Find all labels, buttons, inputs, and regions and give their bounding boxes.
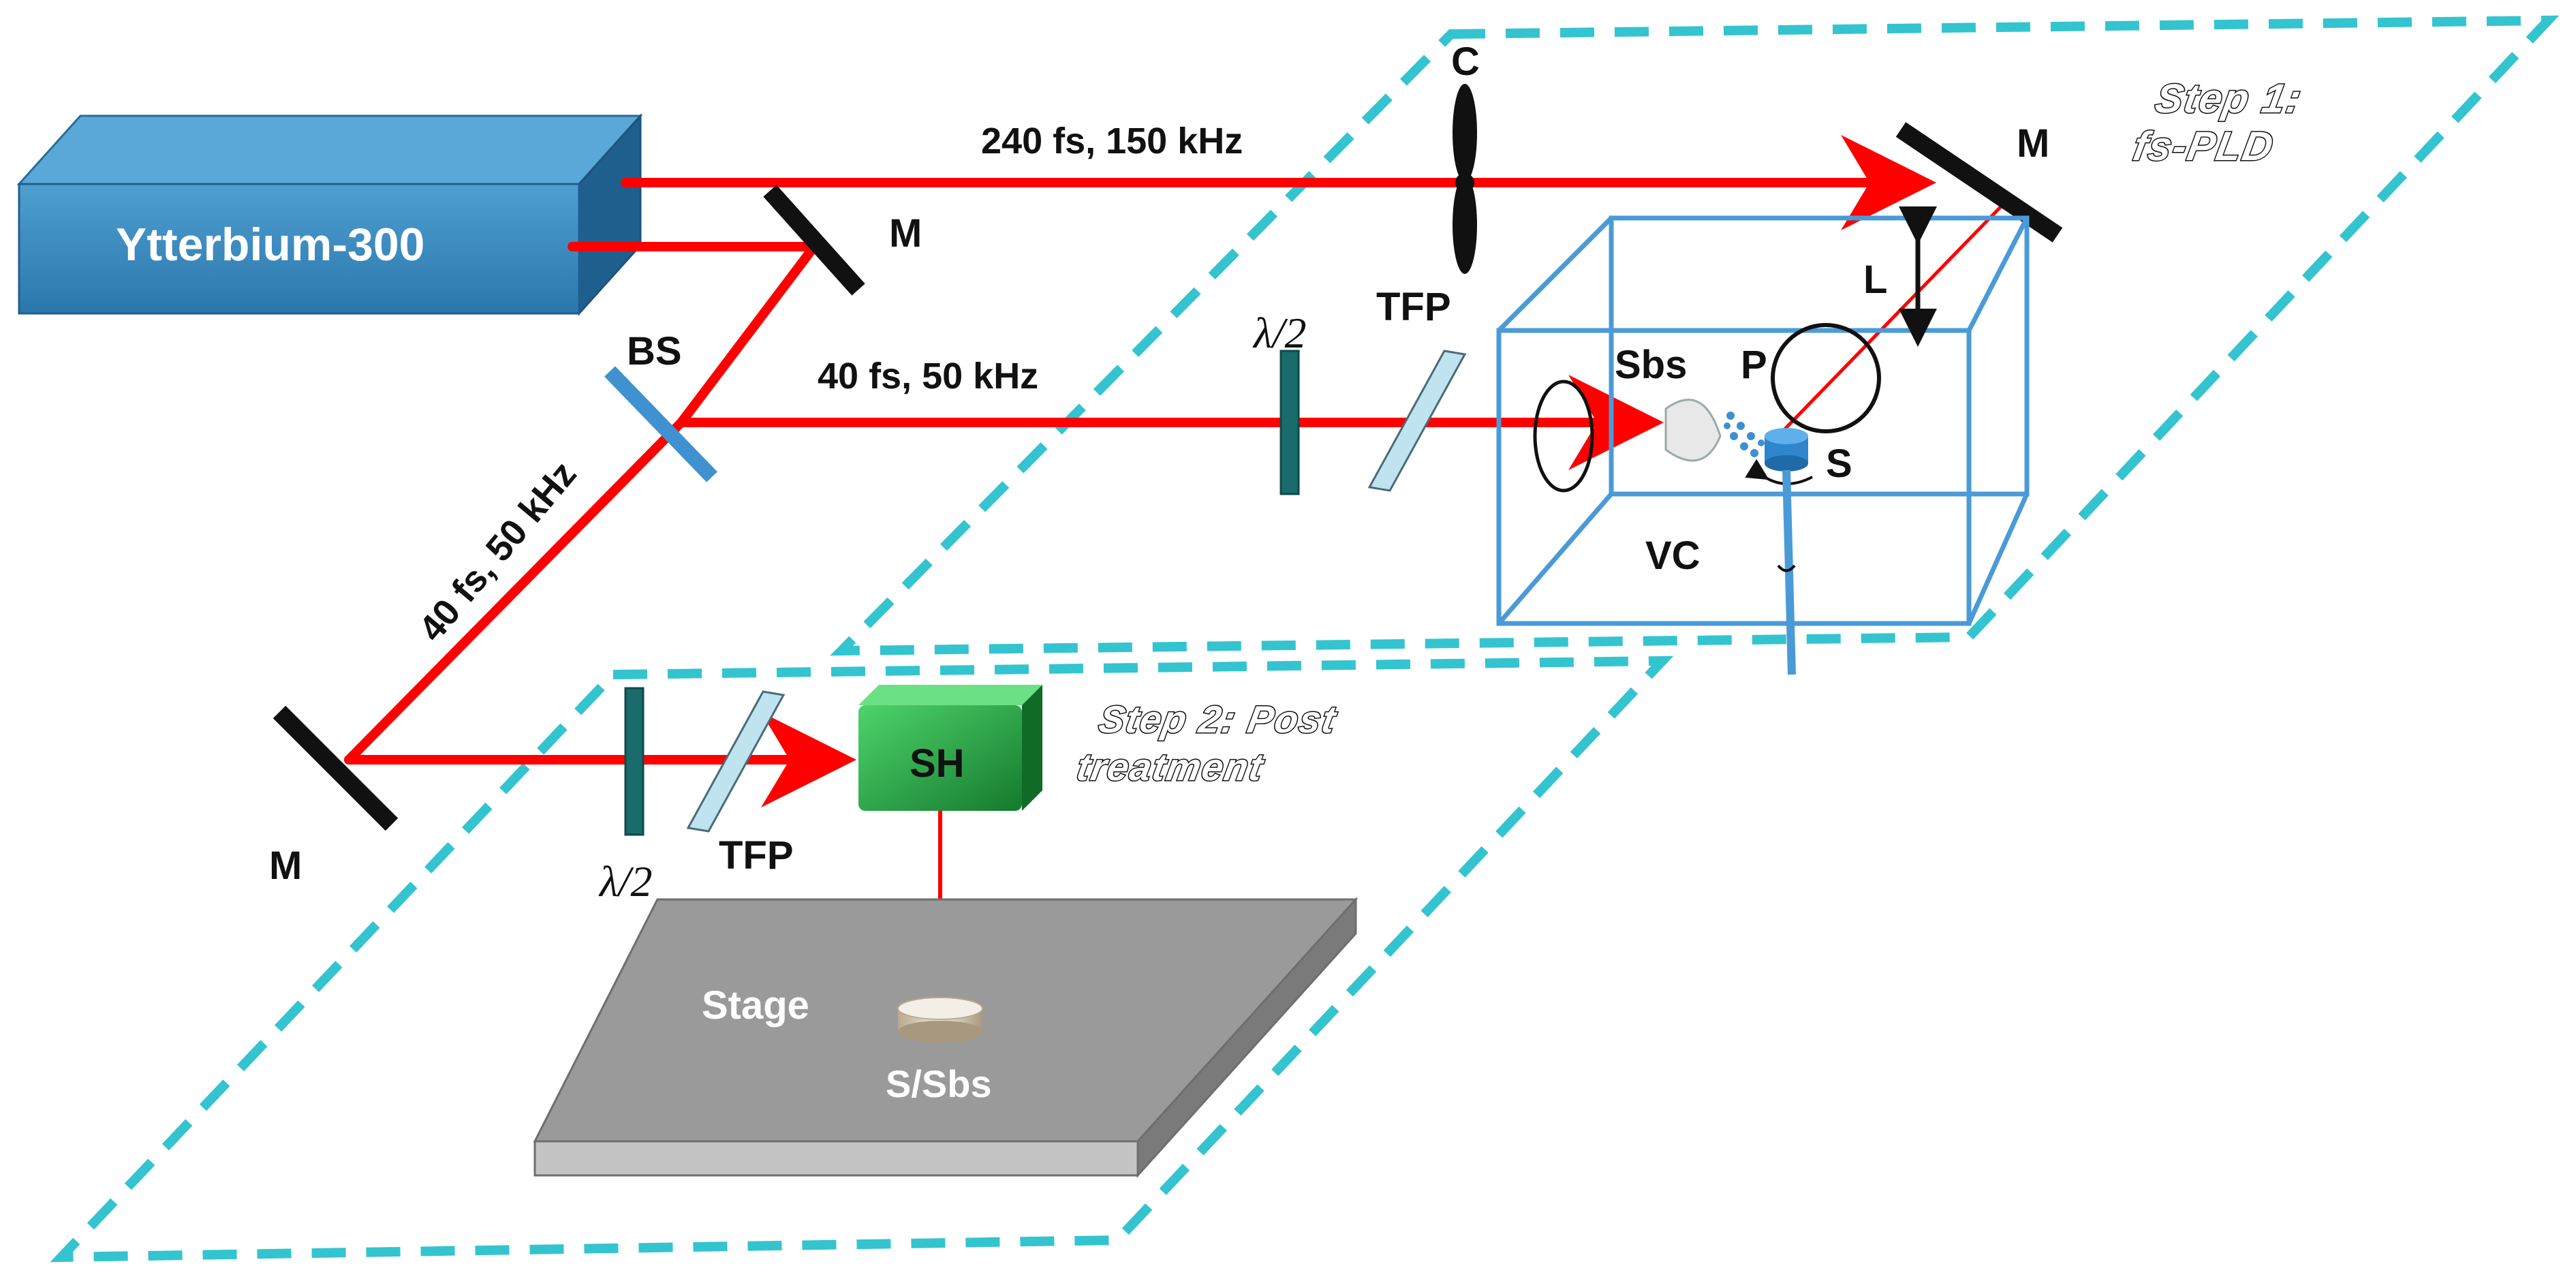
sample-rod: [1782, 469, 1796, 675]
step2-region: [50, 655, 1674, 1263]
substrate-label: Sbs: [1615, 343, 1687, 387]
beam-splitter: [604, 366, 717, 482]
chamber-edge-tl: [1497, 216, 1613, 333]
beam-diagonal: [344, 418, 686, 765]
tfp-step2: [686, 690, 786, 833]
chamber-back: [1609, 215, 2030, 497]
mirror-top-right-label: M: [2017, 121, 2049, 166]
spray-dot: [1758, 439, 1765, 446]
mirror-upper: [763, 185, 865, 296]
chopper: [1453, 84, 1477, 274]
chamber-front: [1496, 328, 1972, 626]
stage-front: [533, 1140, 1139, 1177]
lens-label: L: [1863, 258, 1887, 302]
plume-circle: [1771, 323, 1881, 433]
halfwave-plate-step2: [624, 687, 645, 836]
laser-top-face: [16, 114, 643, 185]
chamber-edge-tr: [1966, 217, 2030, 332]
beam-chamber-to-target: [1769, 202, 2005, 445]
substrate-body: [1664, 399, 1722, 462]
step1-region: [830, 15, 2560, 656]
scan-head-side: [1022, 685, 1042, 811]
sample-label: S: [1826, 442, 1852, 486]
halfwave-step2-label: λ/2: [598, 857, 653, 906]
sample-bottom: [1765, 455, 1808, 472]
rod-rotation-mark: [1777, 564, 1796, 572]
vacuum-chamber-label: VC: [1645, 534, 1701, 578]
step1-title-line1: Step 1:: [2152, 75, 2306, 121]
scan-head-front: [858, 705, 1022, 811]
spray-dot: [1726, 412, 1735, 420]
rotating-sample: [1745, 428, 1813, 675]
chopper-label: C: [1451, 40, 1480, 84]
step2-title-line2: treatment: [1074, 745, 1267, 788]
sample-top: [1765, 428, 1808, 444]
chamber-edge-bl: [1497, 492, 1613, 626]
stage: [533, 897, 1359, 1178]
spray-dots: [1724, 412, 1765, 457]
step1-title-line2: fs-PLD: [2130, 123, 2278, 168]
stage-side: [1136, 897, 1357, 1178]
stage-label: Stage: [702, 983, 809, 1028]
chamber-edge-br: [1966, 493, 2030, 625]
laser-name: Ytterbium-300: [116, 219, 424, 271]
vacuum-chamber: [1496, 215, 2030, 626]
plume-label: P: [1741, 343, 1767, 387]
spray-dot: [1724, 422, 1731, 429]
step2-title-line1: Step 2: Post: [1096, 698, 1340, 741]
scan-head: [858, 685, 1042, 811]
beam-splitter-label: BS: [627, 329, 682, 373]
laser-front-face: [18, 183, 580, 315]
chopper-blade-bottom: [1453, 176, 1477, 274]
substrate-plume: [1664, 399, 1765, 462]
stage-sample: [897, 997, 983, 1043]
halfwave-plate-step1: [1279, 350, 1300, 495]
beam-mirror-to-bs: [677, 242, 819, 427]
stage-sample-bottom: [898, 1021, 982, 1043]
beam-mid-label: 40 fs, 50 kHz: [818, 356, 1038, 397]
scan-head-label: SH: [910, 741, 965, 786]
tfp-step1-label: TFP: [1376, 285, 1451, 329]
chopper-hub: [1455, 173, 1474, 192]
chamber-window: [1533, 380, 1594, 493]
halfwave-step1-label: λ/2: [1252, 309, 1307, 357]
scan-head-top: [858, 685, 1042, 705]
spray-dot: [1740, 442, 1748, 450]
beam-top-label: 240 fs, 150 kHz: [981, 121, 1243, 161]
stage-sample-label: S/Sbs: [886, 1062, 992, 1105]
mirror-lower: [273, 705, 399, 831]
laser-source: Ytterbium-300: [16, 113, 643, 316]
tfp-step2-label: TFP: [719, 833, 794, 878]
tfp-step1: [1367, 350, 1467, 492]
chopper-blade-top: [1453, 84, 1477, 182]
mirror-top-right: [1895, 122, 2063, 243]
spray-dot: [1737, 422, 1745, 430]
spray-dot: [1730, 432, 1738, 440]
spray-dot: [1750, 449, 1758, 457]
stage-sample-top: [897, 997, 983, 1020]
mirror-upper-label: M: [889, 211, 922, 256]
spray-dot: [1747, 432, 1755, 440]
mirror-lower-label: M: [269, 844, 302, 888]
